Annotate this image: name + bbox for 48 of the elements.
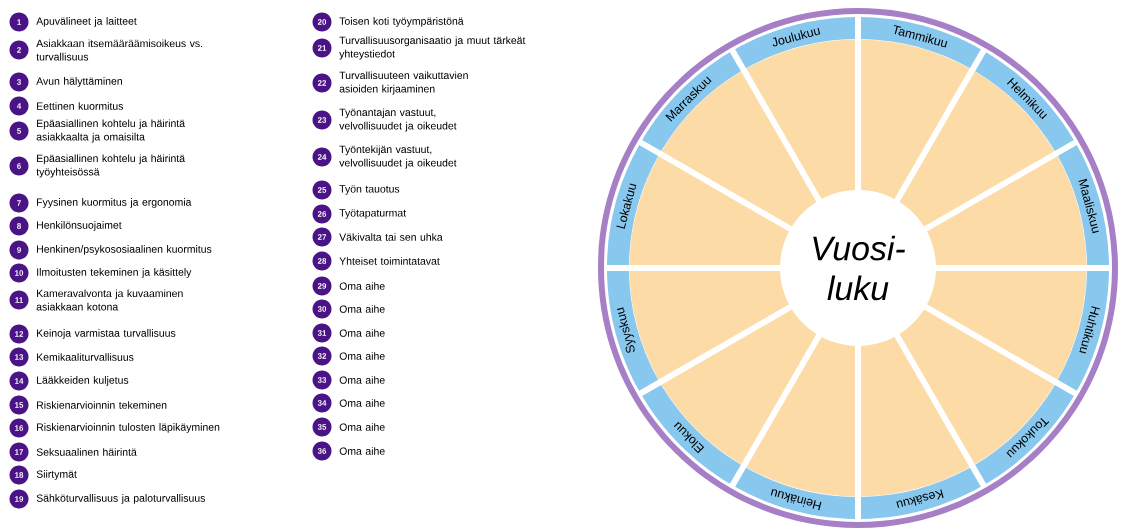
item-label: Yhteiset toimintatavat — [339, 257, 440, 265]
item-label: Oma aihe — [339, 423, 385, 431]
item-label: Työn tauotus — [339, 185, 400, 195]
month-band: Huhtikuu — [1057, 271, 1109, 391]
item-label: Henkinen/psykososiaalinen kuormitus — [37, 245, 212, 255]
month-band: Heinäkuu — [735, 467, 855, 519]
item-label: Oma aihe — [339, 376, 385, 384]
item-label: Seksuaalinen häirintä — [36, 448, 137, 456]
item-label: Oma aihe — [339, 282, 385, 290]
item-label: Työtapaturmat — [339, 209, 406, 219]
item-label: Kemikaaliturvallisuus — [37, 353, 134, 361]
item-label: Ilmoitusten tekeminen ja käsittely — [37, 268, 192, 278]
item-label: Kameravalvonta ja kuvaaminen asiakkaan kotona — [36, 289, 183, 311]
item-label: Asiakkaan itsemääräämisoikeus vs. turvallisuus — [36, 39, 203, 61]
item-label: Turvallisuusorganisaatio ja muut tärkeät yhteystiedot — [339, 36, 526, 60]
month-band: Syyskuu — [607, 271, 659, 391]
item-label: Apuvälineet ja laitteet — [36, 17, 137, 27]
wheel-segment — [899, 309, 1055, 465]
item-label: Siirtymät — [36, 470, 77, 480]
wheel-segment — [899, 71, 1055, 227]
item-label: Oma aihe — [339, 329, 385, 337]
item-label: Väkivalta tai sen uhka — [339, 233, 443, 241]
item-label: Oma aihe — [339, 305, 385, 313]
item-label: Fyysinen kuormitus ja ergonomia — [37, 198, 192, 208]
item-label: Oma aihe — [339, 399, 385, 407]
month-band: Kesäkuu — [861, 467, 981, 519]
item-label: Keinoja varmistaa turvallisuus — [37, 329, 176, 339]
item-label: Riskienarvioinnin tekeminen — [37, 401, 167, 409]
wheel-segment — [661, 309, 817, 465]
item-label: Toisen koti työympäristönä — [339, 17, 464, 27]
item-label: Eettinen kuormitus — [37, 102, 123, 110]
month-band: Joulukuu — [735, 17, 855, 69]
month-band: Maaliskuu — [1057, 145, 1109, 265]
item-label: Oma aihe — [339, 447, 385, 455]
item-label: Työntekijän vastuut, velvollisuudet ja oikeudet — [339, 145, 457, 169]
item-label: Työnantajan vastuut, velvollisuudet ja oikeudet — [339, 108, 457, 132]
item-label: Oma aihe — [339, 352, 385, 360]
item-label: Sähköturvallisuus ja paloturvallisuus — [36, 494, 205, 504]
month-band: Lokakuu — [607, 145, 659, 265]
item-label: Avun hälyttäminen — [36, 77, 122, 87]
item-label: Henkilönsuojaimet — [37, 221, 122, 231]
item-label: Lääkkeiden kuljetus — [37, 376, 129, 386]
item-label: Epäasiallinen kohtelu ja häirintä työyhteisössä — [36, 154, 186, 178]
wheel-segment — [661, 71, 817, 227]
item-label: Epäasiallinen kohtelu ja häirintä asiakkaalta ja omaisilta — [36, 119, 186, 143]
item-label: Turvallisuuteen vaikuttavien asioiden kirjaaminen — [339, 71, 468, 95]
center-circle: Vuosi- luku — [780, 190, 936, 346]
item-label: Riskienarvioinnin tulosten läpikäyminen — [37, 423, 220, 433]
